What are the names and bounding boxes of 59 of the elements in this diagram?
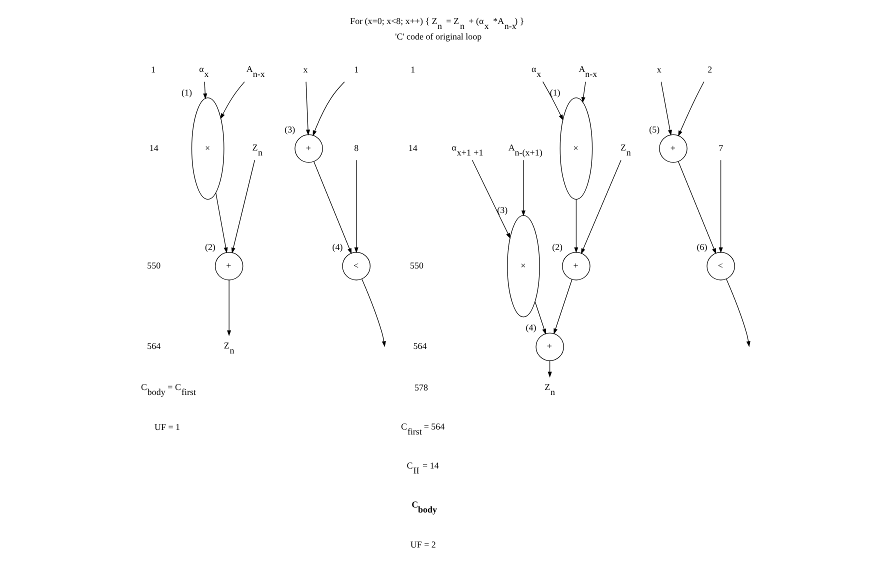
node-text: x <box>656 64 662 74</box>
node-label: (3) <box>497 204 508 215</box>
label: 578 <box>414 382 428 393</box>
node-label: (4) <box>526 322 536 333</box>
arrow <box>581 81 586 103</box>
node-label: (4) <box>332 242 343 252</box>
node-circle: < <box>706 252 735 280</box>
arrow <box>215 192 228 254</box>
arrow <box>726 278 750 348</box>
arrow <box>203 81 208 100</box>
node-circle: < <box>342 252 370 280</box>
node-text: 1 <box>354 64 359 74</box>
arrow <box>678 81 704 137</box>
arrow <box>362 278 386 348</box>
node-text: x <box>303 64 308 74</box>
node-circle: + <box>294 134 323 163</box>
node-text: 2 <box>708 64 712 74</box>
node-label: (1) <box>550 87 560 98</box>
node-text: 7 <box>718 142 724 153</box>
node-label: (2) <box>204 242 216 252</box>
node-circle: + <box>214 252 244 280</box>
node-label: (5) <box>649 124 660 134</box>
label: 14 <box>408 142 418 153</box>
node-label: (2) <box>552 242 563 252</box>
label: 1 <box>410 64 416 74</box>
arrow <box>718 160 723 254</box>
arrow <box>472 160 510 239</box>
label: 14 <box>149 142 158 153</box>
arrow <box>542 81 564 120</box>
label: 550 <box>410 260 424 271</box>
arrow <box>534 301 546 335</box>
label: UF = 2 <box>410 540 436 550</box>
node-label: (1) <box>181 87 192 98</box>
node-circle: + <box>659 134 688 163</box>
arrow <box>548 360 552 378</box>
arrow <box>220 82 245 120</box>
arrow <box>354 160 358 254</box>
arrow <box>574 199 578 254</box>
arrow <box>678 161 716 254</box>
arrow <box>231 160 256 254</box>
node-circle: + <box>536 332 564 361</box>
label: 564 <box>147 341 161 352</box>
label: 1 <box>150 64 156 74</box>
label: 564 <box>413 341 427 352</box>
node-circle: + <box>562 252 590 280</box>
label: UF = 1 <box>154 422 180 432</box>
arrow <box>660 81 672 136</box>
arrow <box>554 279 572 334</box>
arrow <box>306 81 310 136</box>
arrow <box>581 160 622 254</box>
node-label: (6) <box>696 242 708 252</box>
node-label: (3) <box>284 124 296 134</box>
caption: 'C' code of original loop <box>395 31 482 42</box>
label: 550 <box>147 260 161 271</box>
arrow <box>521 160 526 216</box>
node-text: 8 <box>354 142 359 153</box>
arrow <box>227 280 232 336</box>
arrow <box>312 82 345 136</box>
arrow <box>314 161 352 254</box>
